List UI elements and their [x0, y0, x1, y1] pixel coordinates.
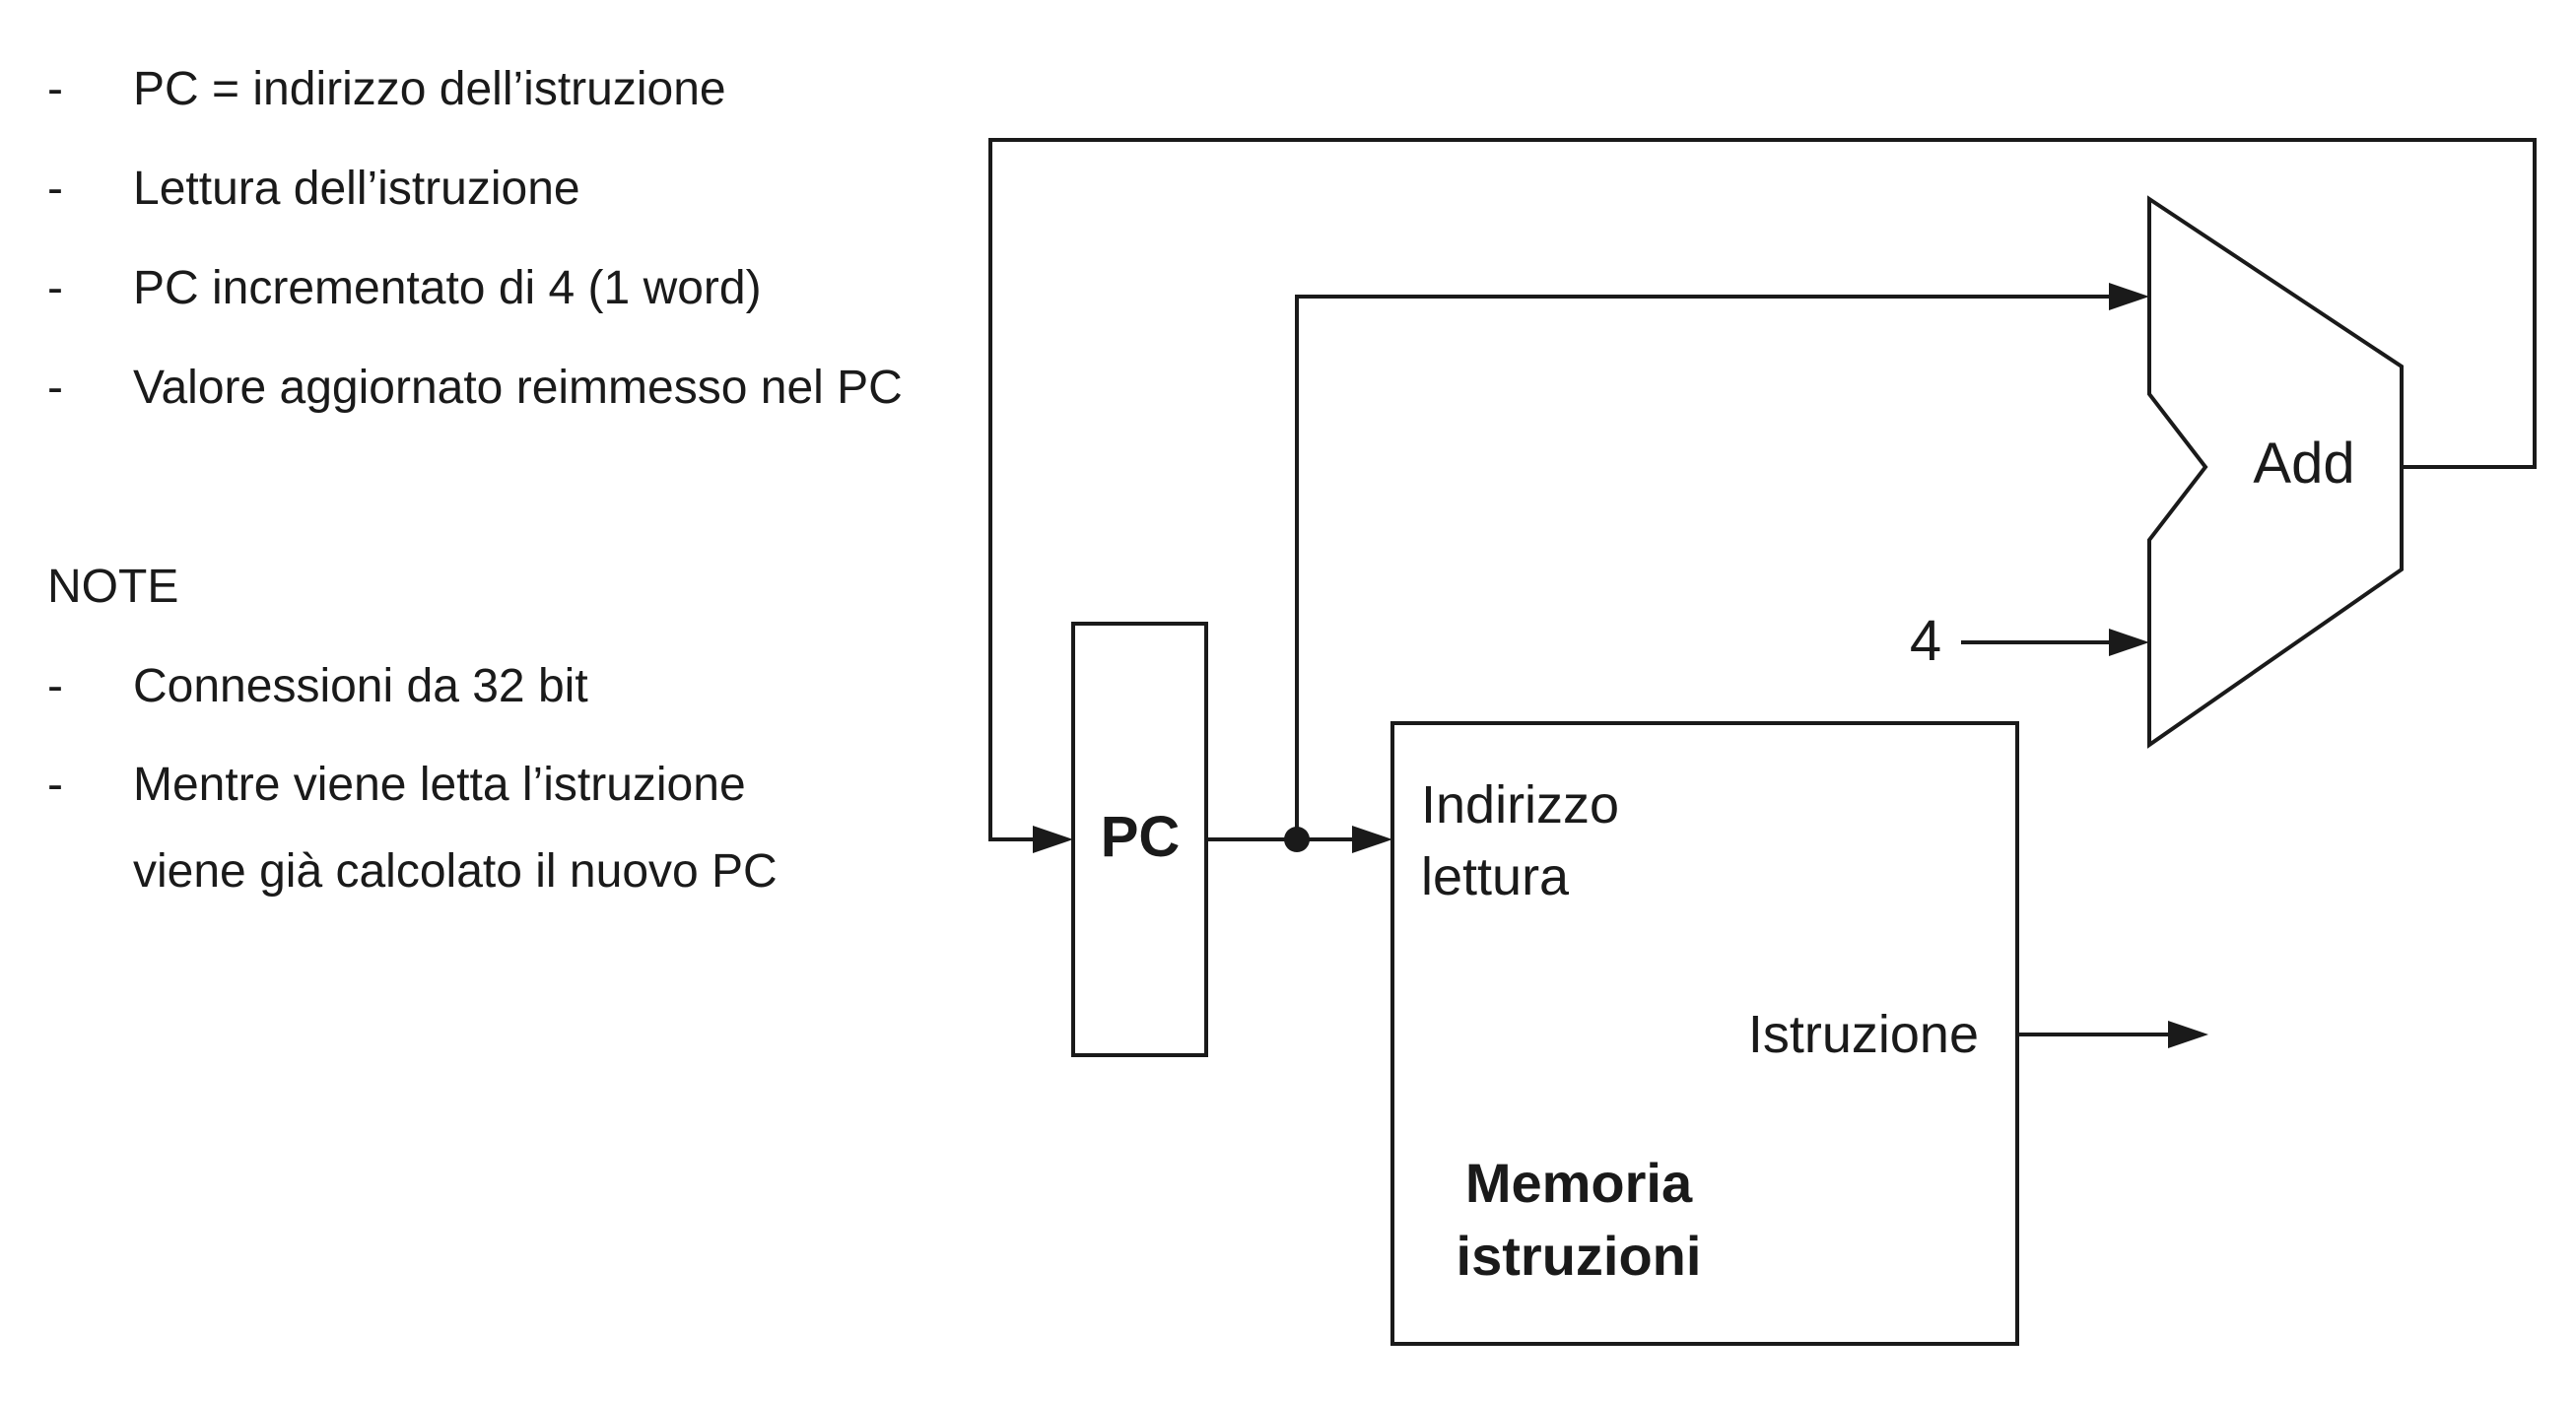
bullet-text: PC = indirizzo dell’istruzione	[133, 63, 726, 115]
bullet-text: Connessioni da 32 bit	[133, 660, 588, 712]
pc-input-arrowhead	[1033, 826, 1073, 853]
memory-address-arrowhead	[1352, 826, 1392, 853]
bullet-dash: -	[47, 759, 63, 811]
feedback-wire	[988, 138, 2537, 841]
bullet-dash: -	[47, 660, 63, 712]
adder-top-arrowhead	[2109, 283, 2149, 310]
bullet-dash: -	[47, 63, 63, 115]
text-panel: - PC = indirizzo dell’istruzione - Lettu…	[0, 0, 985, 985]
memory-name-line1: Memoria	[1465, 1152, 1693, 1214]
bullet-dash: -	[47, 163, 63, 215]
adder-bottom-arrowhead	[2109, 629, 2149, 656]
instruction-output-arrowhead	[2168, 1021, 2208, 1048]
pc-label: PC	[1101, 805, 1181, 869]
junction-dot	[1284, 827, 1310, 852]
adder-label: Add	[2253, 432, 2354, 496]
bullet-text: PC incrementato di 4 (1 word)	[133, 262, 762, 314]
bullet-dash: -	[47, 362, 63, 414]
bullet-text: Mentre viene letta l’istruzione	[133, 759, 746, 811]
memory-address-label-line2: lettura	[1421, 847, 1570, 906]
memory-output-label: Istruzione	[1748, 1005, 1979, 1064]
memory-name-line2: istruzioni	[1457, 1225, 1702, 1287]
pc-to-adder-wire	[1295, 295, 2123, 839]
bullet-text: Lettura dell’istruzione	[133, 163, 580, 215]
bullet-dash: -	[47, 262, 63, 314]
bullet-text: viene già calcolato il nuovo PC	[133, 845, 778, 898]
memory-address-label-line1: Indirizzo	[1421, 775, 1619, 834]
note-heading: NOTE	[47, 561, 179, 613]
constant-four-label: 4	[1910, 609, 1941, 673]
bullet-text: Valore aggiornato reimmesso nel PC	[133, 362, 903, 414]
